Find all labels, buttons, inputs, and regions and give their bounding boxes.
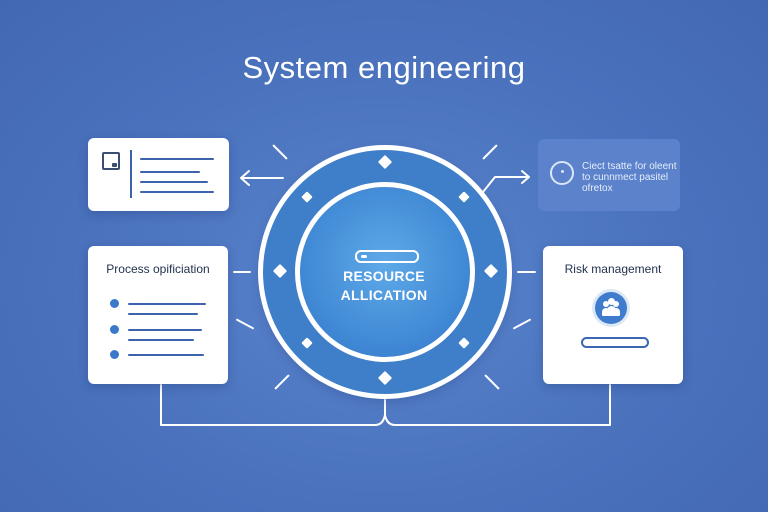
progress-icon [550, 161, 574, 185]
info-card-top-right[interactable]: Ciect tsatte for oleent to cunnmect pasi… [538, 139, 680, 211]
process-card[interactable]: Process opificiation [88, 246, 228, 384]
arrow-right-icon [482, 170, 530, 193]
text-line [140, 158, 214, 160]
progress-bar [581, 337, 649, 348]
text-line [128, 339, 194, 341]
page-title: System engineering [242, 50, 526, 85]
connector-left [160, 384, 386, 426]
text-line [140, 181, 208, 183]
text-line [128, 313, 198, 315]
resource-allocation-core [295, 182, 475, 362]
process-card-title: Process opificiation [106, 262, 210, 276]
document-icon [102, 152, 120, 170]
risk-card[interactable]: Risk management [543, 246, 683, 384]
risk-card-title: Risk management [564, 262, 662, 276]
arrow-left-icon [240, 170, 284, 186]
info-card-top-left[interactable] [88, 138, 229, 211]
resource-allocation-label: RESOURCE ALLICATION [340, 268, 428, 303]
text-line [140, 191, 214, 193]
people-icon [595, 292, 627, 324]
text-line [128, 303, 206, 305]
text-line [128, 354, 204, 356]
bullet-dot [110, 325, 119, 334]
card-divider [130, 150, 132, 198]
slider-icon [355, 250, 419, 263]
bullet-dot [110, 350, 119, 359]
connector-right [384, 384, 611, 426]
text-line [128, 329, 202, 331]
card-text: Ciect tsatte for oleent to cunnmect pasi… [582, 161, 677, 194]
bullet-dot [110, 299, 119, 308]
text-line [140, 171, 200, 173]
